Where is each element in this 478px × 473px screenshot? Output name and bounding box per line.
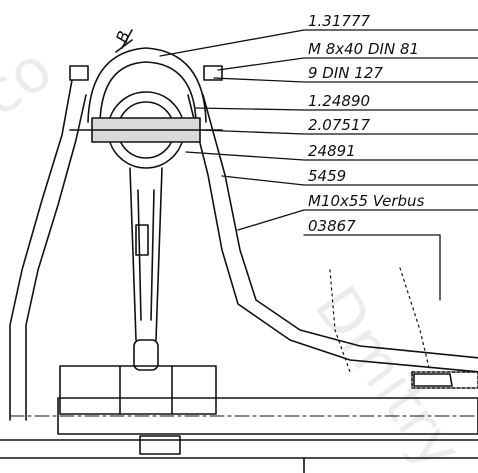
callout-5: 2.07517	[308, 116, 370, 134]
callout-2: M 8x40 DIN 81	[308, 40, 419, 58]
rod-small-end	[133, 339, 159, 371]
base-frame	[0, 439, 478, 459]
main-shaft	[57, 397, 478, 435]
view-arrow-line	[121, 29, 133, 49]
callout-6: 24891	[308, 142, 356, 160]
cylinder-block	[59, 365, 217, 415]
view-label: B	[112, 28, 134, 45]
housing-right-wall	[202, 94, 478, 359]
svg-text:co: co	[0, 34, 65, 131]
rod-marking	[135, 224, 149, 256]
connecting-rod	[129, 167, 163, 341]
callout-8: M10x55 Verbus	[308, 192, 425, 210]
callout-1: 1.31777	[308, 12, 370, 30]
cap-bolt-right	[203, 65, 223, 81]
seal-part	[413, 373, 453, 387]
housing-left-wall	[9, 79, 73, 421]
bearing-cap	[87, 47, 207, 123]
bearing-cap-inner	[99, 61, 197, 123]
view-arrow-head	[115, 39, 133, 53]
callout-9: 03867	[308, 217, 356, 235]
housing-right-wall-inner	[187, 94, 478, 373]
callout-4: 1.24890	[308, 92, 370, 110]
housing-left-wall-inner	[25, 94, 87, 421]
watermark: co Dmitry	[0, 34, 475, 473]
base-lug	[139, 435, 181, 455]
leader-lines	[159, 29, 478, 301]
callout-3: 9 DIN 127	[308, 64, 383, 82]
cap-bolt-left	[69, 65, 89, 81]
dotted-contour	[329, 267, 431, 373]
callout-7: 5459	[308, 167, 346, 185]
part-callouts: 1.31777 M 8x40 DIN 81 9 DIN 127 1.24890 …	[308, 12, 425, 235]
seal-housing	[411, 371, 478, 389]
